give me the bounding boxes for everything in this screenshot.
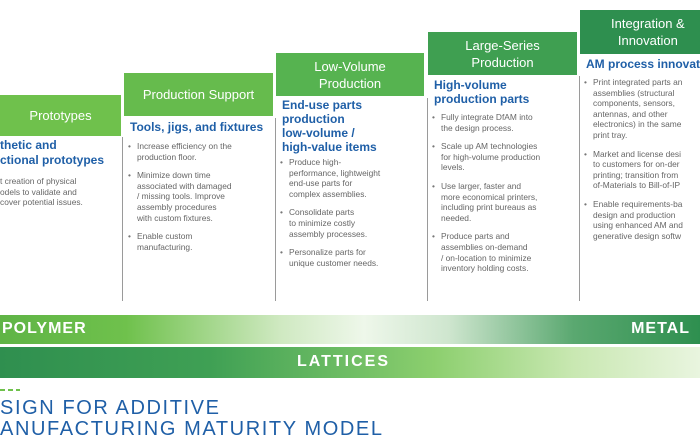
lattices-band: LATTICES	[0, 347, 700, 378]
stage-header-large-series: Large-Series Production	[428, 32, 577, 75]
stage-bullets-integration: Print integrated parts an assemblies (st…	[584, 77, 700, 249]
list-item: Consolidate parts to minimize costly ass…	[280, 207, 424, 239]
stage-divider	[579, 76, 580, 301]
list-item: Produce high- performance, lightweight e…	[280, 157, 424, 199]
list-item: Enable requirements-ba design and produc…	[584, 199, 700, 241]
stage-header-label: Prototypes	[29, 108, 92, 123]
stage-header-production-support: Production Support	[124, 73, 273, 116]
stage-subtitle-prototypes: thetic and ctional prototypes	[0, 138, 105, 167]
metal-label: METAL	[631, 320, 690, 337]
stage-subtitle-large-series: High-volume production parts	[434, 78, 530, 106]
stage-header-label: Production Support	[142, 87, 255, 102]
stage-header-label: Large-Series Production	[465, 37, 540, 70]
list-item: Minimize down time associated with damag…	[128, 170, 274, 223]
stage-subtitle-low-volume: End-use parts production low-volume / hi…	[282, 98, 377, 154]
polymer-label: POLYMER	[2, 320, 87, 337]
list-item: Scale up AM technologies for high-volume…	[432, 141, 578, 173]
list-item: Market and license desi to customers for…	[584, 149, 700, 191]
stage-header-label: Integration & Innovation	[611, 16, 685, 48]
list-item: Enable custom manufacturing.	[128, 231, 274, 252]
stage-divider	[275, 118, 276, 301]
stage-header-integration: Integration & Innovation	[580, 10, 700, 54]
stage-bullets-prototypes: t creation of physical odels to validate…	[0, 176, 117, 216]
list-item: Produce parts and assemblies on-demand /…	[432, 231, 578, 273]
stage-bullets-production-support: Increase efficiency on the production fl…	[128, 141, 274, 260]
stage-header-prototypes: Prototypes	[0, 95, 121, 136]
stage-bullets-large-series: Fully integrate DfAM into the design pro…	[432, 112, 578, 282]
dashed-accent	[0, 389, 20, 391]
list-item: Print integrated parts an assemblies (st…	[584, 77, 700, 141]
stage-subtitle-production-support: Tools, jigs, and fixtures	[130, 120, 264, 134]
stage-divider	[122, 137, 123, 301]
list-item: Increase efficiency on the production fl…	[128, 141, 274, 162]
list-item: t creation of physical odels to validate…	[0, 176, 117, 208]
list-item: Personalize parts for unique customer ne…	[280, 247, 424, 268]
stage-header-low-volume: Low-Volume Production	[276, 53, 424, 96]
lattices-label: LATTICES	[296, 353, 391, 370]
stage-divider	[427, 98, 428, 301]
stage-bullets-low-volume: Produce high- performance, lightweight e…	[280, 157, 424, 276]
list-item: Use larger, faster and more economical p…	[432, 181, 578, 223]
list-item: Fully integrate DfAM into the design pro…	[432, 112, 578, 133]
stage-subtitle-integration: AM process innovat	[586, 57, 700, 71]
page-title-line-2: ANUFACTURING MATURITY MODEL	[0, 418, 384, 440]
stage-header-label: Low-Volume Production	[314, 58, 386, 91]
polymer-metal-band: POLYMER METAL	[0, 315, 700, 344]
page-title-line-1: SIGN FOR ADDITIVE	[0, 397, 221, 419]
